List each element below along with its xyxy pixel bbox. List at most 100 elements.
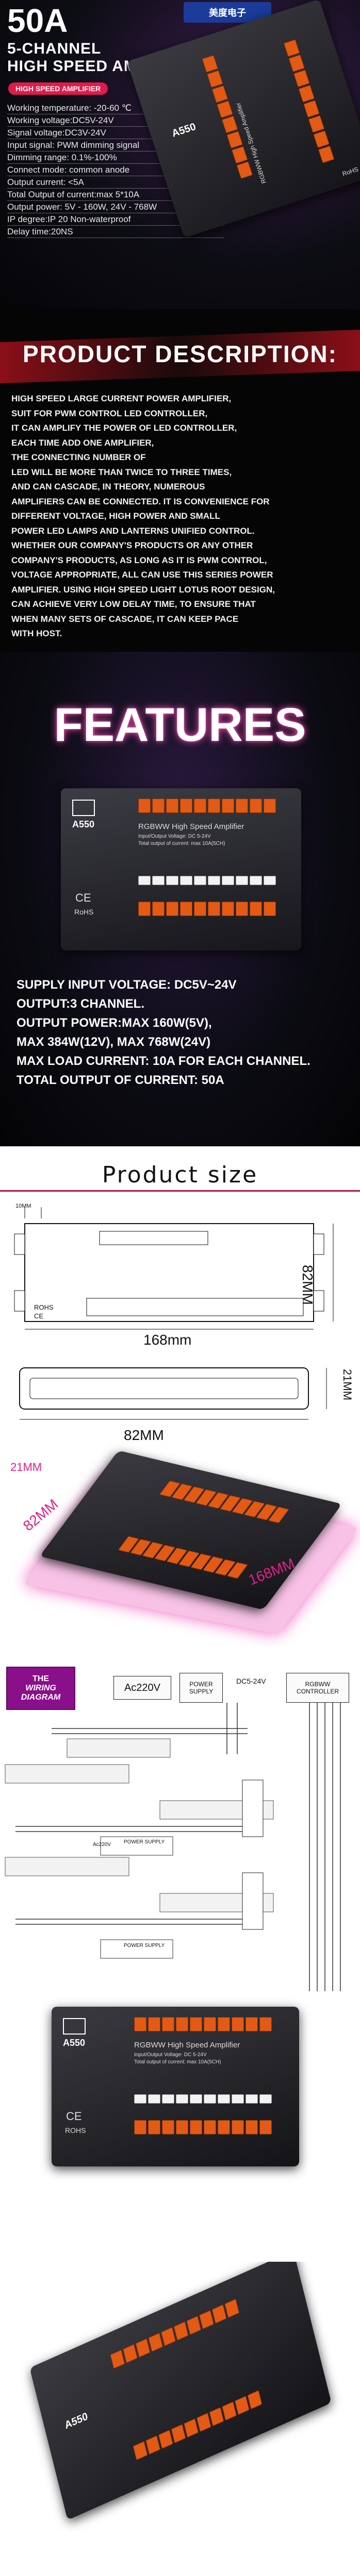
iso-terminal-row-1 [159,1480,289,1523]
description-line: CAN ACHIEVE VERY LOW DELAY TIME, TO ENSU… [11,599,256,609]
size-title: Product size [102,1162,258,1188]
device-model: A550 [63,2410,89,2432]
spec-item: Output power: 5V - 160W, 24V - 768W [7,201,224,213]
wiring-badge: THE WIRING DIAGRAM [6,1667,75,1710]
product-size-section: Product size 10MM ROHS CE 82MM 168mm 21M… [0,1146,360,1646]
wiring-badge-line2: WIRING DIAGRAM [21,1684,61,1702]
spec-item: IP degree:IP 20 Non-waterproof [7,213,224,226]
feature-item: MAX 384W(12V), MAX 768W(24V) [17,1035,211,1049]
description-section: PRODUCT DESCRIPTION: HIGH SPEED LARGE CU… [0,309,360,652]
dim-height: 82MM [300,1265,316,1305]
top-terminal-row [138,799,276,813]
dim-top-small: 10MM [15,1203,31,1209]
device-spec-2: Total output of current: max 10A(5CH) [138,841,225,846]
device-model: A550 [63,2038,86,2048]
description-line: DIFFERENT VOLTAGE, HIGH POWER AND SMALL [11,511,220,521]
top-view-drawing [14,1207,334,1330]
power-supply-box: POWER SUPPLY [179,1673,223,1703]
device-name: RGBWW High Speed Amplifier [134,2041,240,2049]
side-view-drawing [19,1367,327,1420]
brand-mark [63,2018,86,2035]
device-spec-1: Input/Output Voltage: DC 5-24V [138,834,211,839]
spec-item: Working temperature: -20-60 ℃ [7,102,224,114]
hero-subtitle-line1: 5-CHANNEL [7,40,102,57]
device-spec-2: Total output of current: max 10A(5CH) [134,2059,221,2065]
device-ce: CE [75,891,91,904]
bottom-terminal-row [138,902,276,916]
device-spec-1: Input/Output Voltage: DC 5-24V [134,2052,207,2058]
hero-section: 50A 美度电子 5-CHANNEL HIGH SPEED AMPLIFIER … [0,0,360,309]
iso-terminal-row-2 [118,1536,248,1579]
spec-item: Output current: <5A [7,176,224,189]
dim-rohs: ROHS [34,1303,54,1311]
description-line: VOLTAGE APPROPRIATE, ALL CAN USE THIS SE… [11,570,273,580]
controller-label: RGBWW CONTROLLER [296,1681,339,1695]
power-supply-label-3: POWER SUPPLY [124,1943,165,1948]
description-line: AND CAN CASCADE, IN THEORY, NUMEROUS [11,482,205,492]
top-terminal-row [134,2017,272,2031]
features-list: SUPPLY INPUT VOLTAGE: DC5V~24V OUTPUT:3 C… [17,975,347,1090]
dim-iso-thickness: 21MM [10,1461,42,1473]
spec-item: Signal voltage:DC3V-24V [7,127,224,139]
side-terminal-row [283,39,335,163]
feature-item: SUPPLY INPUT VOLTAGE: DC5V~24V [17,978,237,992]
description-line: POWER LED LAMPS AND LANTERNS UNIFIED CON… [11,526,255,536]
device-model: A550 [170,121,198,140]
feature-item: TOTAL OUTPUT OF CURRENT: 50A [17,1073,224,1087]
description-line: LED WILL BE MORE THAN TWICE TO THREE TIM… [11,467,232,477]
device-rohs: ROHS [65,2126,86,2134]
device-model: A550 [72,819,95,829]
spec-item: Working voltage:DC5V-24V [7,114,224,127]
product-photo-section: A550 [0,2262,360,2576]
title-underline [0,1190,360,1192]
white-label-row [134,2094,272,2104]
wiring-section: THE WIRING DIAGRAM Ac220V POWER SUPPLY D… [0,1646,360,2262]
dc-voltage-label: DC5-24V [236,1677,266,1685]
feature-item: MAX LOAD CURRENT: 10A FOR EACH CHANNEL. [17,1054,310,1068]
description-line: WITH HOST. [11,629,62,638]
description-line: IT CAN AMPLIFY THE POWER OF LED CONTROLL… [11,423,237,433]
hero-badge: HIGH SPEED AMPLIFIER [8,82,108,95]
description-line: SUIT FOR PWM CONTROL LED CONTROLLER, [11,408,208,418]
description-line: AMPLIFIERS CAN BE CONNECTED. IT IS CONVE… [11,496,270,506]
device-rohs: RoHS [341,165,359,178]
dim-side-length: 82MM [124,1427,164,1443]
device-ce: CE [66,2110,82,2123]
feature-item: OUTPUT:3 CHANNEL. [17,997,145,1011]
description-body: HIGH SPEED LARGE CURRENT POWER AMPLIFIER… [11,392,352,641]
dim-iso-width: 82MM [20,1496,61,1534]
description-line: THE CONNECTING NUMBER OF [11,452,146,462]
description-line: WHETHER OUR COMPANY'S PRODUCTS OR ANY OT… [11,540,253,550]
wiring-badge-line1: THE [32,1674,49,1683]
description-line: WHEN MANY SETS OF CASCADE, IT CAN KEEP P… [11,614,239,624]
brand-logo-text: 美度电子 [209,8,246,18]
device-rohs: RoHS [74,908,94,916]
description-line: HIGH SPEED LARGE CURRENT POWER AMPLIFIER… [11,394,232,403]
wiring-diagram [5,1703,341,1991]
dim-thickness: 21MM [341,1369,354,1401]
brand-logo: 美度电子 [184,2,271,23]
device-name: RGBWW High Speed Amplifier [138,822,244,831]
spec-item: Delay time:20NS [7,226,224,238]
amplifier-angled-photo: A550 [29,2262,332,2520]
description-line: COMPANY'S PRODUCTS, AS LONG AS IT IS PWM… [11,555,267,565]
ac-input-label: Ac220V [124,1682,161,1693]
photo-terminal-row-2 [133,2390,263,2461]
spec-item: Connect mode: common anode [7,164,224,176]
ac-input-box: Ac220V [113,1676,171,1700]
spec-item: Input signal: PWM dimming signal [7,139,224,151]
photo-terminal-row-1 [110,2298,240,2369]
amplifier-device-front-image: A550 RGBWW High Speed Amplifier Input/Ou… [61,788,301,951]
description-line: EACH TIME ADD ONE AMPLIFIER, [11,437,154,448]
features-title: FEATURES [54,699,306,751]
amplifier-device-wiring-image: A550 RGBWW High Speed Amplifier Input/Ou… [52,2007,299,2166]
spec-item: Dimming range: 0.1%-100% [7,151,224,164]
description-title: PRODUCT DESCRIPTION: [23,341,337,367]
description-line: AMPLIFIER. USING HIGH SPEED LIGHT LOTUS … [11,584,275,595]
features-section: FEATURES A550 RGBWW High Speed Amplifier… [0,652,360,1146]
spec-item: Total Output of current:max 5*10A [7,189,224,201]
white-label-row [138,876,276,885]
hero-title: 50A [7,2,68,39]
brand-mark [72,800,95,816]
